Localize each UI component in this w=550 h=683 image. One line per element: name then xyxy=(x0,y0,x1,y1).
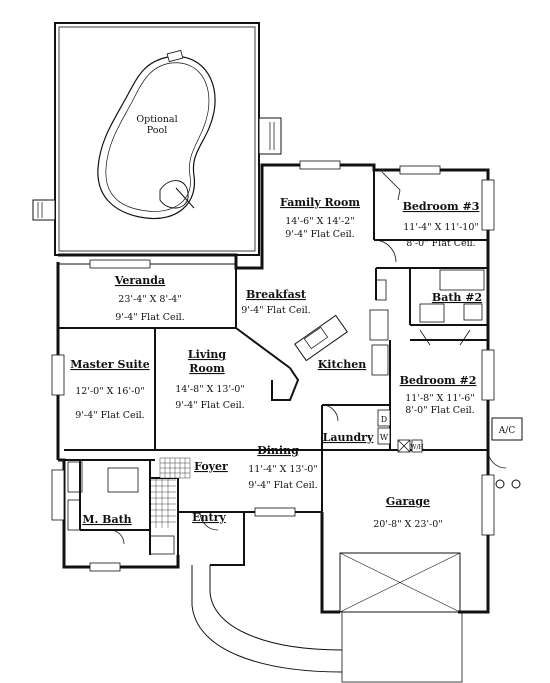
ac-label: A/C xyxy=(498,426,516,436)
master-tile xyxy=(150,478,176,528)
family-room-name: Family Room xyxy=(280,196,360,209)
kitchen-island xyxy=(294,314,348,362)
kitchen-name: Kitchen xyxy=(318,358,367,371)
breakfast-ceiling: 9'-4" Flat Ceil. xyxy=(241,305,310,316)
living-room-ceiling: 9'-4" Flat Ceil. xyxy=(175,400,244,411)
bath2-name: Bath #2 xyxy=(432,291,482,304)
dining-ceiling: 9'-4" Flat Ceil. xyxy=(248,480,317,491)
garage-door xyxy=(339,552,463,683)
pool-enclosure xyxy=(32,22,282,256)
dining-dims: 11'-4" X 13'-0" xyxy=(248,464,317,475)
bedroom3-ceiling: 8'-0" Flat Ceil. xyxy=(406,238,475,249)
kitchen-counters xyxy=(369,279,389,376)
bedroom2-ceiling: 8'-0" Flat Ceil. xyxy=(405,405,474,416)
windows xyxy=(51,160,495,572)
walkway xyxy=(191,565,343,673)
family-room-dims: 14'-6" X 14'-2" xyxy=(285,216,354,227)
master-suite-dims: 12'-0" X 16'-0" xyxy=(75,386,144,397)
master-suite-name: Master Suite xyxy=(70,358,149,371)
water-heater xyxy=(397,439,423,453)
dining-name: Dining xyxy=(257,444,299,457)
living-room-line1: Living xyxy=(188,348,226,361)
laundry-appliances xyxy=(377,409,391,445)
ac-unit xyxy=(491,417,523,489)
bedroom3-name: Bedroom #3 xyxy=(403,200,480,213)
breakfast-name: Breakfast xyxy=(246,288,307,301)
pool-label-line2: Pool xyxy=(147,125,167,136)
entry-name: Entry xyxy=(192,511,226,524)
water-heater-label: W/H xyxy=(410,444,423,451)
dryer-label: D xyxy=(381,415,387,424)
master-suite-ceiling: 9'-4" Flat Ceil. xyxy=(75,410,144,421)
foyer-name: Foyer xyxy=(194,460,228,473)
bedroom2-dims: 11'-8" X 11'-6" xyxy=(405,393,474,404)
garage-name: Garage xyxy=(386,495,430,508)
bedroom3-dims: 11'-4" X 11'-10" xyxy=(403,222,479,233)
living-room-dims: 14'-8" X 13'-0" xyxy=(175,384,244,395)
veranda-dims: 23'-4" X 8'-4" xyxy=(118,294,181,305)
living-room-line2: Room xyxy=(189,362,225,375)
bath2-fixtures xyxy=(419,269,485,323)
veranda-ceiling: 9'-4" Flat Ceil. xyxy=(115,312,184,323)
bedroom2-name: Bedroom #2 xyxy=(400,374,477,387)
veranda-name: Veranda xyxy=(114,274,165,287)
doors xyxy=(109,171,507,545)
master-bath-name: M. Bath xyxy=(82,513,131,526)
laundry-name: Laundry xyxy=(323,431,374,444)
washer-label: W xyxy=(380,433,389,442)
foyer-tile xyxy=(159,457,191,479)
pool-label-line1: Optional xyxy=(136,114,177,125)
garage-dims: 20'-8" X 23'-0" xyxy=(373,519,442,530)
family-room-ceiling: 9'-4" Flat Ceil. xyxy=(285,229,354,240)
pool-outline xyxy=(97,49,216,220)
master-bath-fixtures xyxy=(67,461,175,555)
